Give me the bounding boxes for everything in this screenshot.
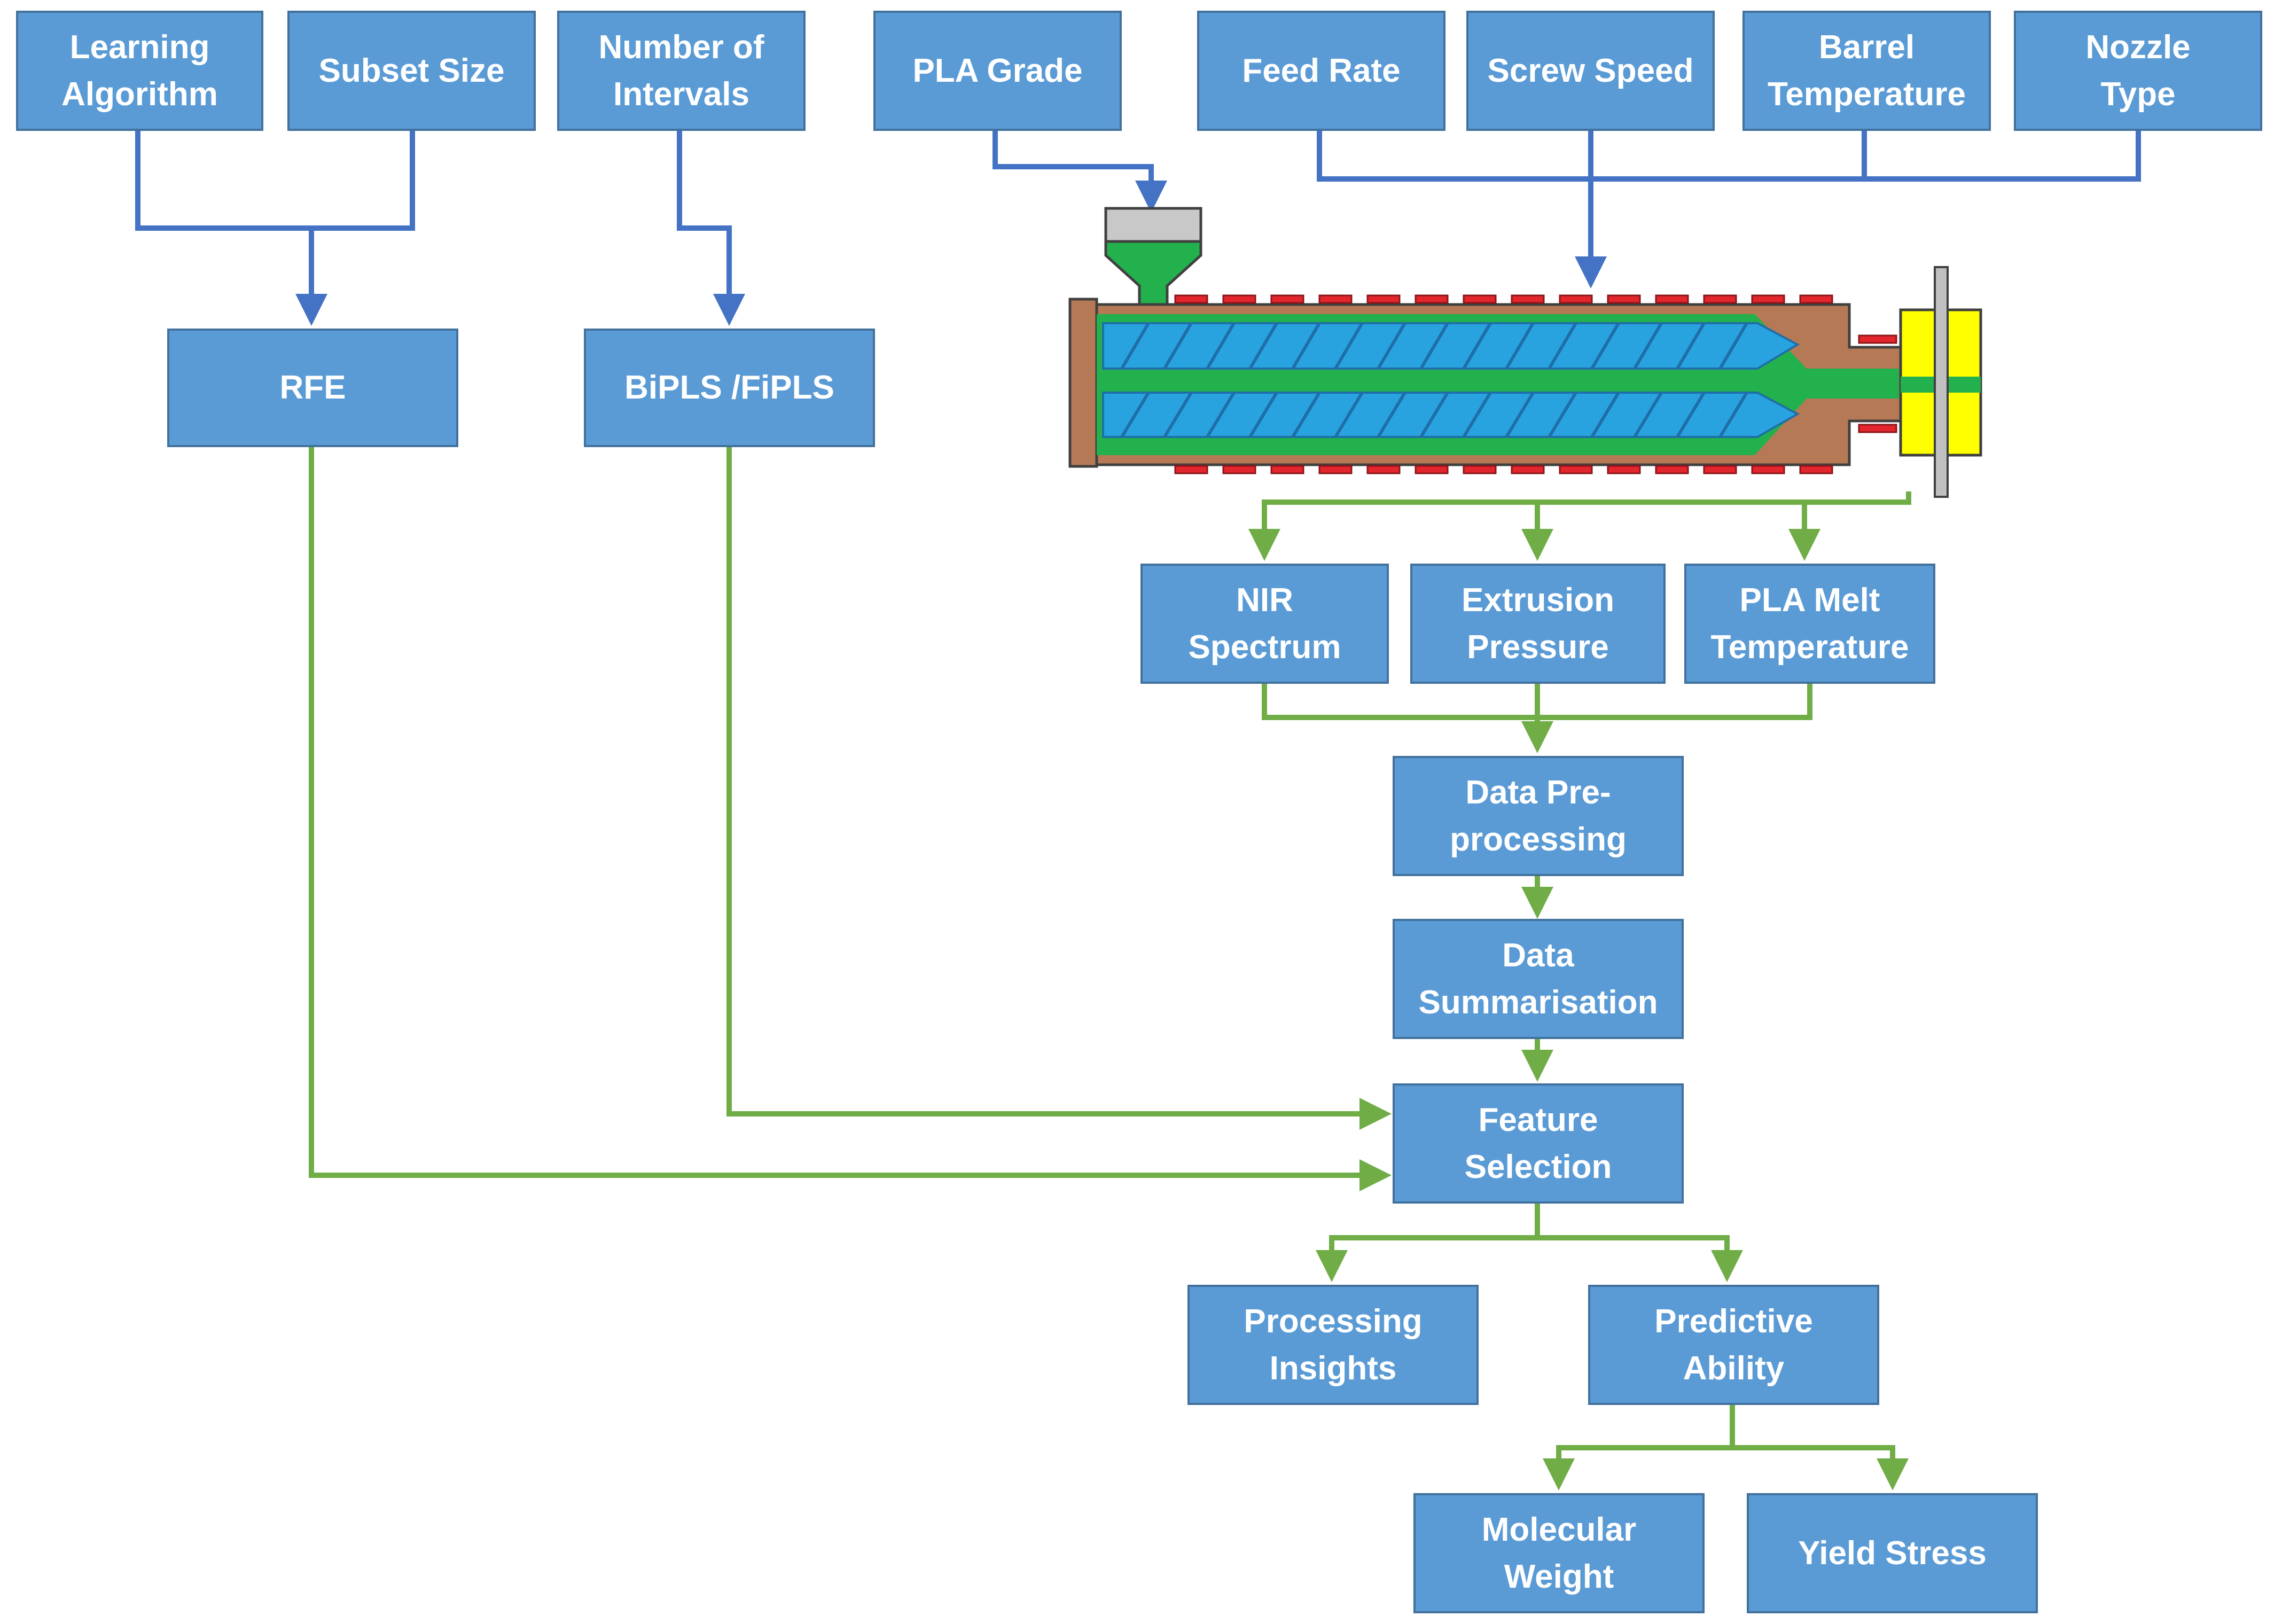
barrel-temperature-box: Barrel Temperature bbox=[1742, 11, 1991, 131]
predictive-ability-box: Predictive Ability bbox=[1588, 1285, 1879, 1405]
rfe-box: RFE bbox=[167, 329, 458, 447]
subset-size-box: Subset Size bbox=[287, 11, 536, 131]
arrow-rfe-to-feature bbox=[309, 446, 1392, 1191]
arrow-to-yield bbox=[1732, 1445, 1909, 1490]
line-extruder-outputs bbox=[1248, 491, 1911, 561]
arrow-bipls-to-feature bbox=[726, 446, 1392, 1130]
pla-melt-temperature-box: PLA Melt Temperature bbox=[1684, 564, 1935, 684]
feed-rate-box: Feed Rate bbox=[1197, 11, 1445, 131]
bipls-fipls-box: BiPLS /FiPLS bbox=[584, 329, 875, 447]
number-of-intervals-box: Number of Intervals bbox=[557, 11, 806, 131]
yield-stress-box: Yield Stress bbox=[1747, 1493, 2038, 1613]
line-feature-branch bbox=[1316, 1204, 1540, 1282]
line-feedrate bbox=[1317, 131, 2141, 182]
data-summarisation-box: Data Summarisation bbox=[1393, 919, 1684, 1039]
extrusion-pressure-box: Extrusion Pressure bbox=[1410, 564, 1666, 684]
nir-spectrum-box: NIR Spectrum bbox=[1140, 564, 1389, 684]
line-predictive-branch bbox=[1543, 1405, 1735, 1490]
learning-algorithm-box: Learning Algorithm bbox=[16, 11, 263, 131]
screw-speed-box: Screw Speed bbox=[1466, 11, 1715, 131]
feature-selection-box: Feature Selection bbox=[1393, 1083, 1684, 1204]
arrow-plagrade-to-hopper bbox=[993, 131, 1167, 213]
arrow-to-predictive bbox=[1537, 1235, 1743, 1282]
pla-grade-box: PLA Grade bbox=[873, 11, 1122, 131]
line-subset-to-rfe bbox=[311, 131, 415, 231]
processing-insights-box: Processing Insights bbox=[1187, 1285, 1479, 1405]
nozzle-type-box: Nozzle Type bbox=[2014, 11, 2262, 131]
molecular-weight-box: Molecular Weight bbox=[1413, 1493, 1705, 1613]
arrow-learning-to-rfe bbox=[135, 131, 327, 326]
data-preprocessing-box: Data Pre- processing bbox=[1393, 756, 1684, 876]
twin-screw-extruder-icon bbox=[1068, 207, 1982, 498]
arrow-intervals-to-bipls bbox=[677, 131, 745, 326]
